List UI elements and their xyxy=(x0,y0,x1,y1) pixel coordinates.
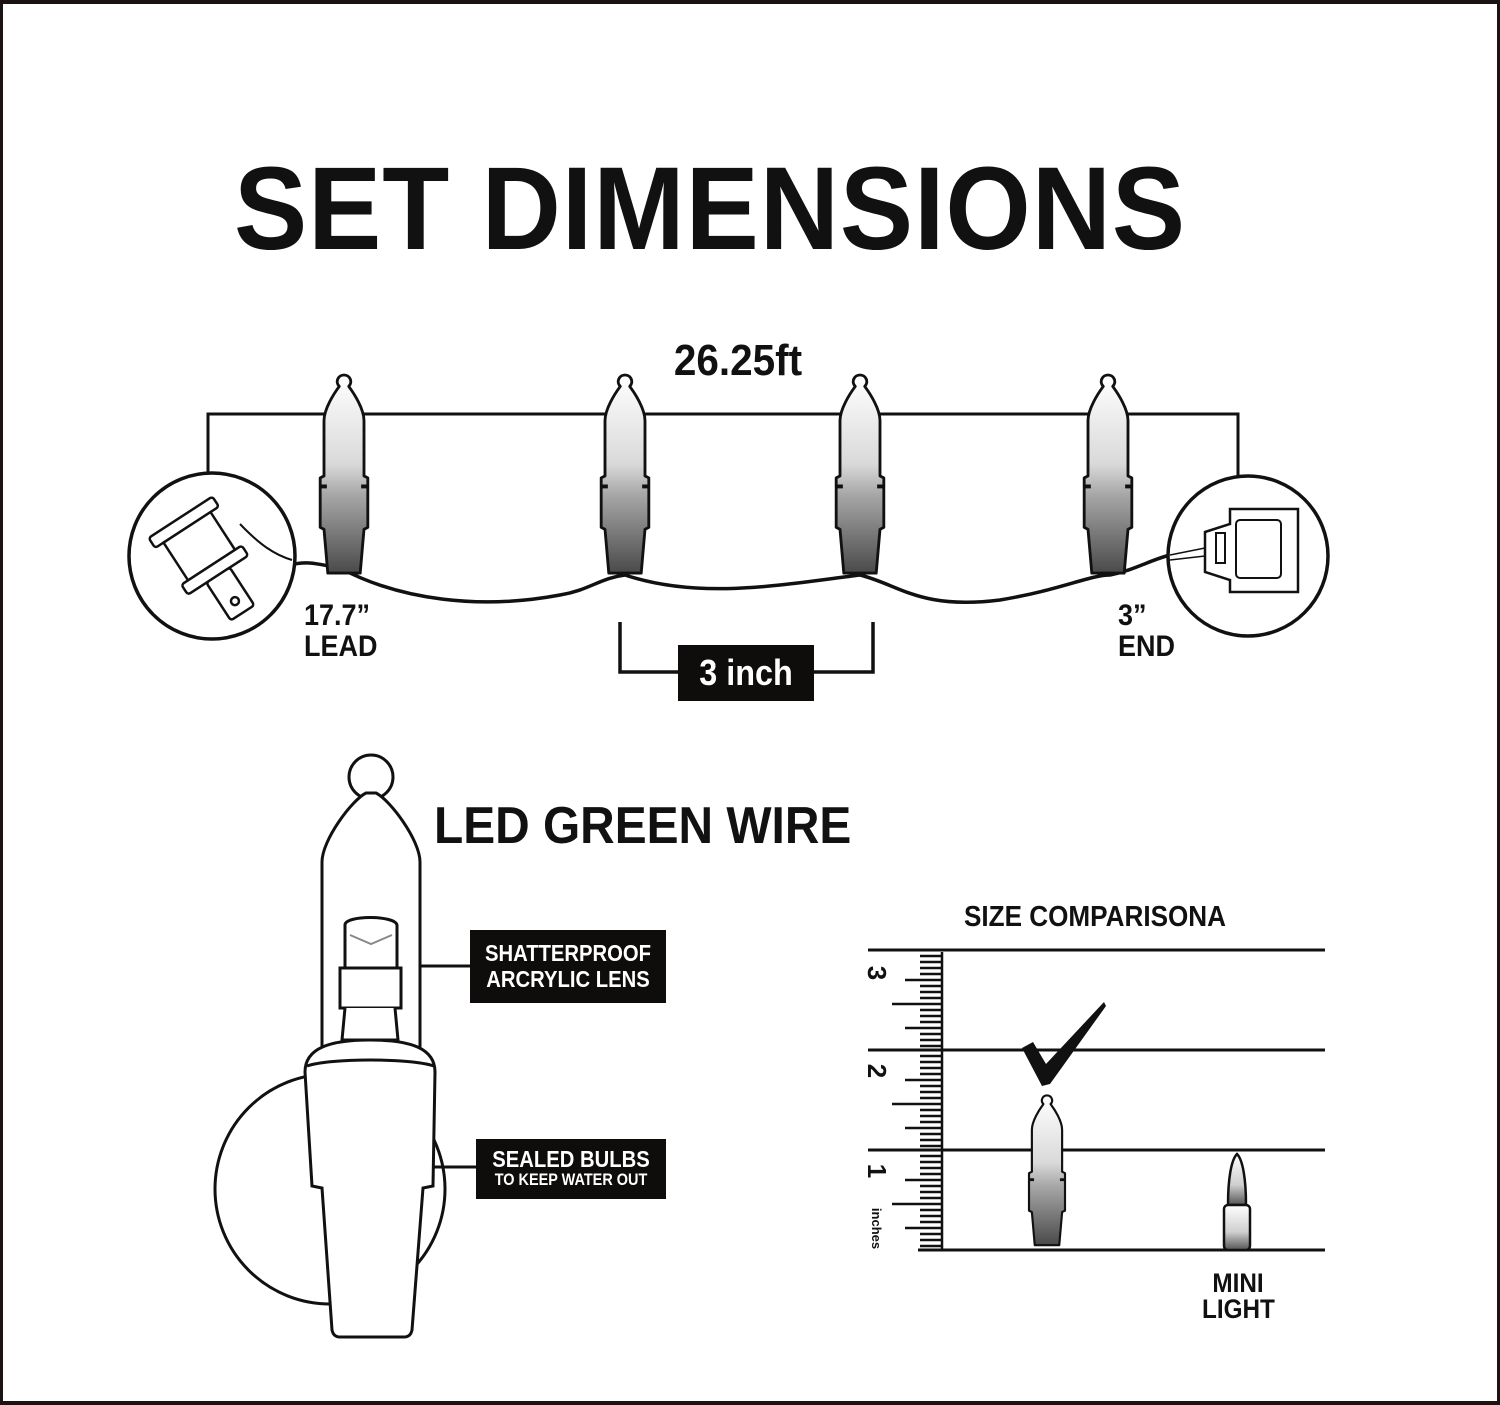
ruler-unit: inches xyxy=(869,1207,885,1250)
spacing-label: 3 inch xyxy=(678,645,814,701)
end-text: END xyxy=(1118,630,1176,663)
end-label: 3” END xyxy=(1118,600,1175,662)
page-title: SET DIMENSIONS xyxy=(233,143,1187,275)
bulb-icon xyxy=(599,372,651,576)
end-value: 3” xyxy=(1118,599,1147,632)
plug-icon xyxy=(127,471,297,641)
lead-text: LEAD xyxy=(304,630,378,663)
size-comparison-heading: SIZE COMPARISONA xyxy=(964,901,1226,933)
bulb-icon xyxy=(318,372,370,576)
lead-label: 17.7” LEAD xyxy=(304,600,378,662)
callout-shatterproof: SHATTERPROOF ARCRYLIC LENS xyxy=(470,930,666,1003)
ruler-tick-1: 1 xyxy=(862,1163,893,1179)
ruler-tick-3: 3 xyxy=(862,965,893,981)
mini-light-label: MINI LIGHT xyxy=(1202,1268,1275,1324)
bulb-icon xyxy=(1082,372,1134,576)
bulb-detail-heading: LED GREEN WIRE xyxy=(434,797,852,855)
socket-icon xyxy=(1166,474,1330,638)
checkmark-icon xyxy=(1022,1002,1106,1086)
mini-light-icon xyxy=(1222,1152,1252,1252)
ruler-tick-2: 2 xyxy=(862,1063,893,1079)
total-length-label: 26.25ft xyxy=(673,336,803,385)
ruler-icon xyxy=(892,952,944,1250)
bulb-detail-graphic xyxy=(213,753,476,1339)
bulb-icon xyxy=(834,372,886,576)
callout-sealed-bulbs: SEALED BULBS TO KEEP WATER OUT xyxy=(476,1139,666,1199)
size-comparison-graphic xyxy=(868,948,1325,1252)
lead-value: 17.7” xyxy=(304,599,371,632)
